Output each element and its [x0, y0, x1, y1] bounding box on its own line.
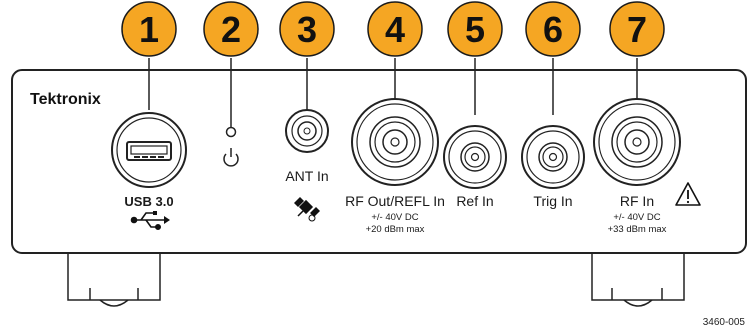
callout-4: 4 [367, 1, 423, 57]
ref-in-connector[interactable] [443, 125, 507, 189]
rf-out-spec-voltage: +/- 40V DC [371, 212, 418, 223]
callout-number: 1 [139, 9, 159, 50]
callout-number: 3 [297, 9, 317, 50]
callout-number: 6 [543, 9, 563, 50]
ref-in-label: Ref In [456, 193, 493, 209]
rf-in-spec-power: +33 dBm max [608, 224, 667, 235]
callout-number: 7 [627, 9, 647, 50]
callout-2: 2 [203, 1, 259, 57]
trig-in-label: Trig In [533, 193, 572, 209]
figure-id: 3460-005 [703, 317, 746, 328]
rf-out-connector[interactable] [351, 98, 439, 186]
power-icon[interactable] [223, 148, 239, 167]
power-led [225, 126, 237, 138]
rf-in-connector[interactable] [593, 98, 681, 186]
ant-in-connector[interactable] [285, 109, 329, 153]
warning-triangle-icon [675, 182, 701, 206]
callout-1: 1 [121, 1, 177, 57]
rf-in-spec-voltage: +/- 40V DC [613, 212, 660, 223]
callout-number: 5 [465, 9, 485, 50]
rf-out-spec-power: +20 dBm max [366, 224, 425, 235]
leader-lines [148, 58, 638, 127]
ant-in-label: ANT In [285, 168, 328, 184]
callout-3: 3 [279, 1, 335, 57]
callout-number: 2 [221, 9, 241, 50]
callout-6: 6 [525, 1, 581, 57]
left-foot [67, 253, 161, 307]
right-foot [591, 253, 685, 307]
callout-number: 4 [385, 9, 405, 50]
usb-symbol-icon [130, 211, 170, 231]
trig-in-connector[interactable] [521, 125, 585, 189]
callout-5: 5 [447, 1, 503, 57]
usb-port[interactable] [111, 112, 187, 188]
usb-label: USB 3.0 [124, 194, 173, 209]
callout-7: 7 [609, 1, 665, 57]
satellite-icon [294, 197, 320, 222]
rf-in-label: RF In [620, 193, 654, 209]
tektronix-logo: Tektronix [30, 91, 101, 108]
rf-out-label: RF Out/REFL In [345, 193, 445, 209]
